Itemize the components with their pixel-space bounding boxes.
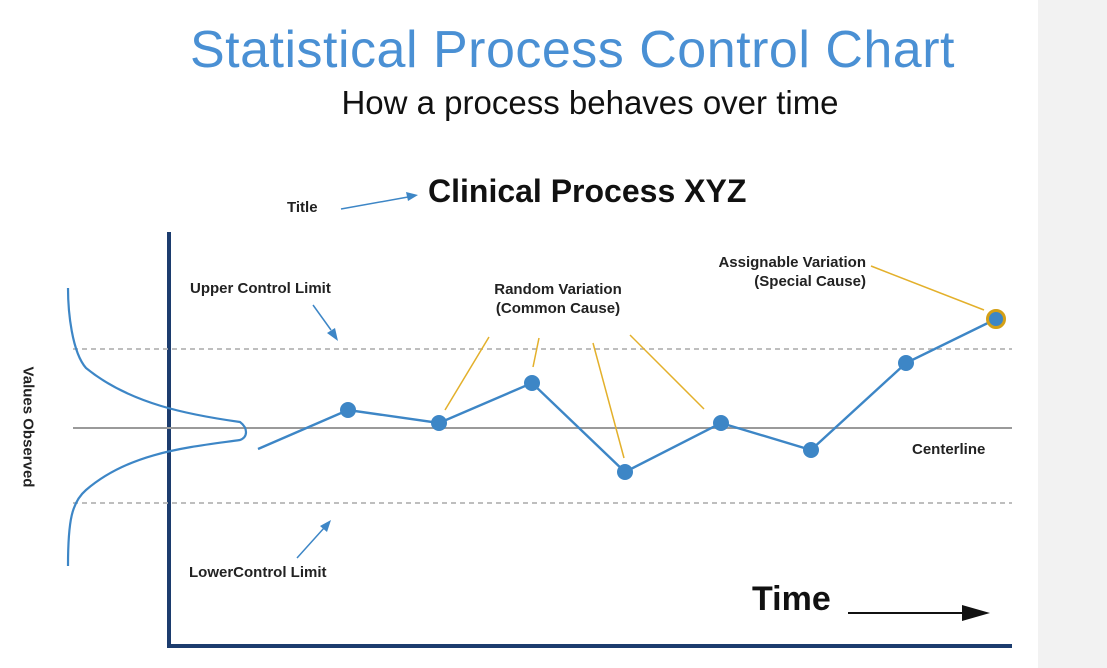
y-axis-label: Values Observed: [19, 366, 37, 488]
data-point: [524, 375, 540, 391]
title-annotation-label: Title: [287, 199, 318, 216]
random-variation-pointers: [444, 334, 705, 459]
special-cause-point: [986, 309, 1006, 329]
random-variation-line2: (Common Cause): [495, 300, 621, 317]
data-point: [617, 464, 633, 480]
process-series-points: [340, 355, 914, 480]
centerline-label: Centerline: [912, 441, 986, 458]
page-title: Statistical Process Control Chart: [190, 21, 955, 79]
ucl-pointer-line: [312, 304, 332, 331]
chart-title: Clinical Process XYZ: [428, 173, 747, 209]
title-pointer-line: [340, 196, 409, 210]
ucl-label: Upper Control Limit: [190, 280, 331, 297]
assignable-variation-line2: (Special Cause): [754, 273, 866, 290]
data-point: [803, 442, 819, 458]
title-pointer-arrowhead: [406, 192, 418, 201]
random-variation-label: Random Variation (Common Cause): [473, 280, 643, 318]
lcl-pointer-line: [296, 527, 325, 559]
data-point: [340, 402, 356, 418]
data-point: [713, 415, 729, 431]
page-subtitle: How a process behaves over time: [341, 84, 839, 121]
data-point: [898, 355, 914, 371]
distribution-curve: [66, 287, 248, 567]
lcl-label: LowerControl Limit: [189, 564, 327, 581]
assignable-variation-label: Assignable Variation (Special Cause): [674, 253, 866, 291]
time-arrowhead: [962, 605, 990, 621]
side-panel: [1038, 0, 1107, 668]
assignable-variation-pointer: [870, 265, 985, 311]
data-point: [431, 415, 447, 431]
random-variation-line1: Random Variation: [494, 281, 622, 298]
process-series-line: [257, 317, 997, 474]
x-axis-label: Time: [752, 580, 831, 618]
assignable-variation-line1: Assignable Variation: [718, 254, 866, 271]
ucl-pointer-arrowhead: [327, 328, 338, 341]
lcl-pointer-arrowhead: [320, 520, 331, 532]
